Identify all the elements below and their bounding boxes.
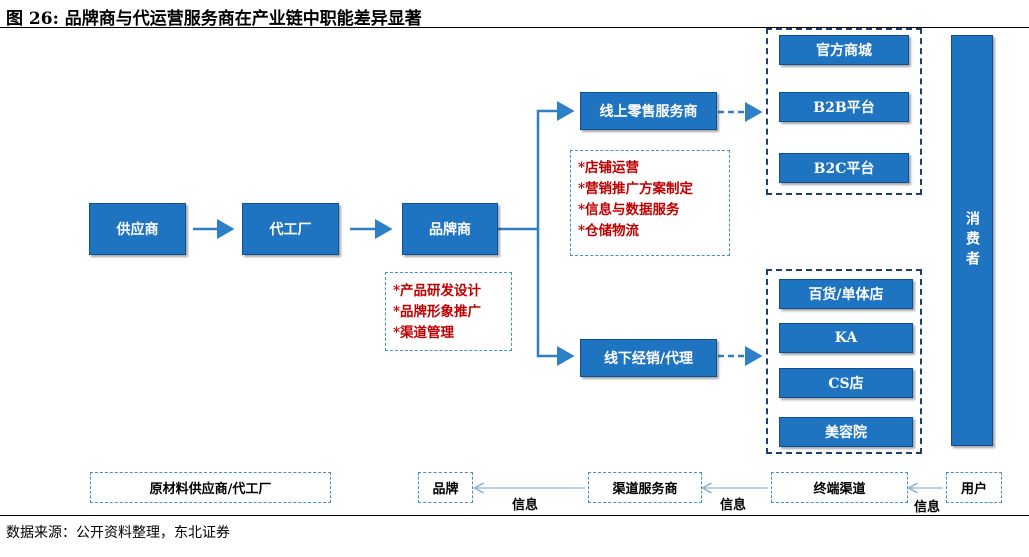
offline-dealer-box: 线下经销/代理 [580,339,717,377]
brand-note-item: *产品研发设计 [393,283,482,299]
info-label-2: 信息 [720,498,747,513]
arrow-brand-online [498,101,575,231]
source-note: 数据来源：公开资料整理，东北证券 [6,525,230,541]
brand-note-item: *品牌形象推广 [393,304,482,320]
official-mall-box: 官方商城 [779,35,909,65]
b2c-platform-box: B2C平台 [779,153,909,183]
service-notes: *店铺运营 *营销推广方案制定 *信息与数据服务 *仓储物流 [578,158,693,242]
service-note-item: *信息与数据服务 [578,202,680,218]
info-label-3: 信息 [914,500,941,515]
top-rule [0,27,1029,28]
user-box: 用户 [946,472,1002,503]
service-notes-frame [570,150,730,256]
supplier-box: 供应商 [89,203,186,255]
service-note-item: *仓储物流 [578,223,640,239]
brand-notes-frame [385,272,512,351]
ka-box: KA [779,323,913,353]
arrow-brand-offline [536,229,575,366]
brand-note-item: *渠道管理 [393,325,455,341]
service-note-item: *店铺运营 [578,160,640,176]
info-label-1: 信息 [512,498,539,513]
raw-material-oem-box: 原材料供应商/代工厂 [90,472,331,503]
consumer-label: 消费者 [964,210,980,271]
channel-service-box: 渠道服务商 [588,472,702,503]
brand-notes: *产品研发设计 *品牌形象推广 *渠道管理 [393,281,481,344]
offline-channel-group [766,269,922,454]
b2b-platform-box: B2B平台 [779,92,909,122]
online-retail-box: 线上零售服务商 [580,92,717,130]
consumer-box: 消费者 [951,35,993,446]
cs-store-box: CS店 [779,368,913,398]
online-platform-group [766,28,922,195]
beauty-salon-box: 美容院 [779,417,913,447]
brand-box: 品牌商 [402,203,498,255]
service-note-item: *营销推广方案制定 [578,181,694,197]
flow-brand-box: 品牌 [418,472,473,503]
oem-box: 代工厂 [242,203,339,255]
bottom-rule [0,515,1029,516]
terminal-channel-box: 终端渠道 [771,472,908,503]
department-store-box: 百货/单体店 [779,279,913,309]
figure-title: 图 26: 品牌商与代运营服务商在产业链中职能差异显著 [6,9,422,29]
